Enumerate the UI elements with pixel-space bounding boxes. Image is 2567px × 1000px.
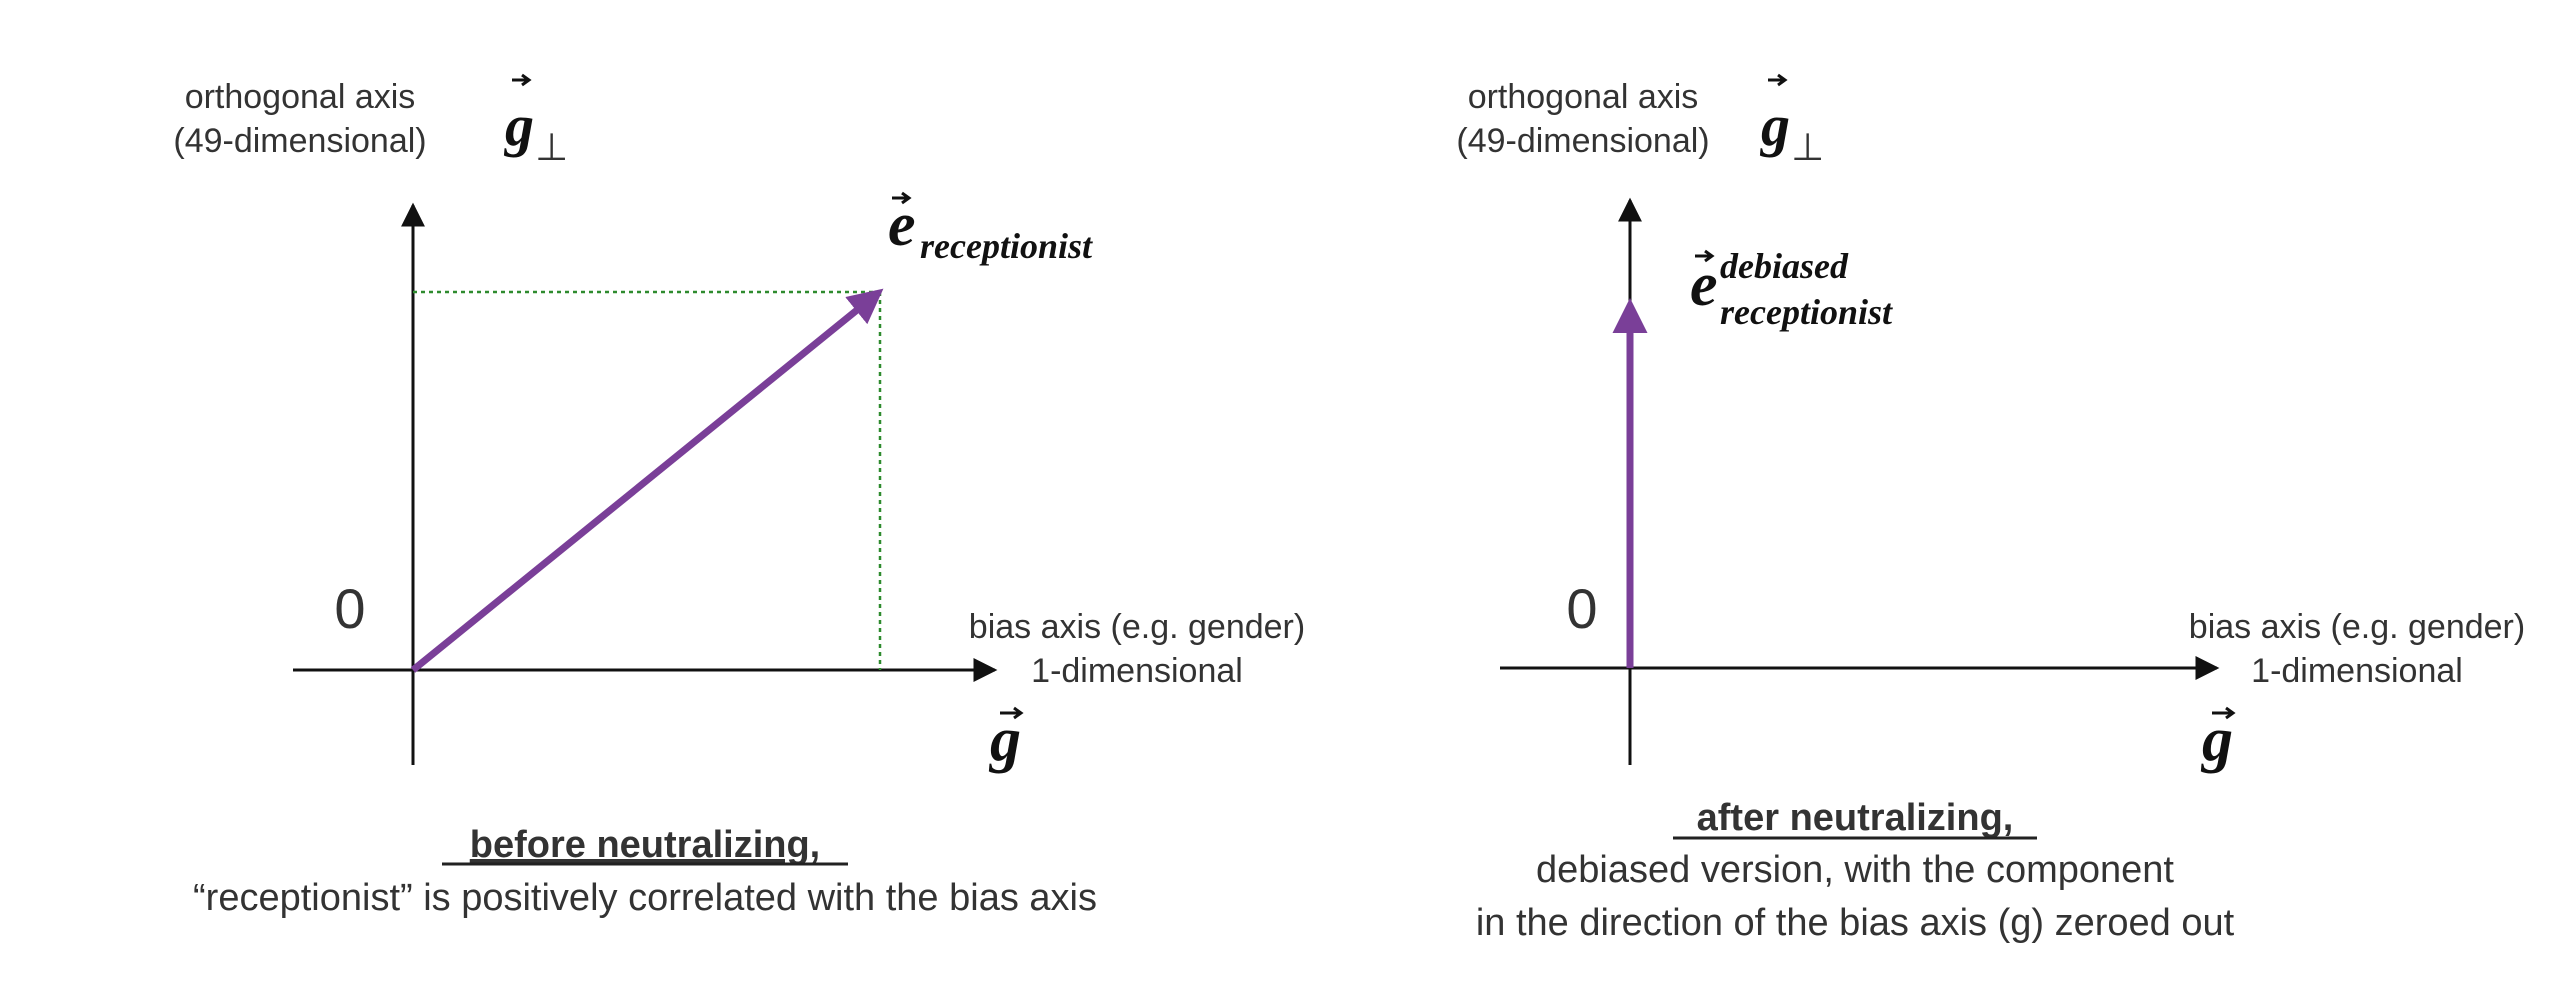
orthogonal-axis-label: orthogonal axis xyxy=(1468,78,1699,116)
svg-text:debiased: debiased xyxy=(1720,246,1849,286)
orthogonal-axis-label: orthogonal axis xyxy=(185,78,416,116)
caption-text-line2: in the direction of the bias axis (g) ze… xyxy=(1476,902,2235,944)
svg-text:receptionist: receptionist xyxy=(1720,292,1893,332)
g-symbol: g xyxy=(988,706,1024,774)
g-perp-symbol: g ⊥ xyxy=(1759,73,1824,169)
caption-text: debiased version, with the component xyxy=(1536,849,2174,891)
svg-text:e: e xyxy=(1690,251,1718,319)
orthogonal-axis-dimension: (49-dimensional) xyxy=(173,122,426,160)
orthogonal-axis-dimension: (49-dimensional) xyxy=(1456,122,1709,160)
bias-axis-label: bias axis (e.g. gender) xyxy=(2189,608,2525,646)
bias-axis-dimension: 1-dimensional xyxy=(1031,652,1243,690)
svg-text:g: g xyxy=(1759,93,1790,158)
g-perp-symbol: g ⊥ xyxy=(503,73,568,169)
caption-title: after neutralizing, xyxy=(1697,797,2014,839)
svg-text:g: g xyxy=(988,706,1021,774)
svg-text:g: g xyxy=(503,93,534,158)
svg-text:g: g xyxy=(2200,706,2233,774)
origin-label: 0 xyxy=(1566,577,1597,640)
svg-text:⊥: ⊥ xyxy=(1791,127,1824,169)
receptionist-vector-label: e receptionist xyxy=(888,191,1093,266)
svg-text:⊥: ⊥ xyxy=(535,127,568,169)
svg-text:receptionist: receptionist xyxy=(920,226,1093,266)
caption-title: before neutralizing, xyxy=(470,824,820,866)
debiased-vector-label: e debiased receptionist xyxy=(1690,246,1893,332)
panel-after: orthogonal axis (49-dimensional) g ⊥ 0 e… xyxy=(1456,73,2525,944)
panel-before: orthogonal axis (49-dimensional) g ⊥ 0 e… xyxy=(173,73,1305,919)
origin-label: 0 xyxy=(334,577,365,640)
bias-axis-dimension: 1-dimensional xyxy=(2251,652,2463,690)
bias-axis-label: bias axis (e.g. gender) xyxy=(969,608,1305,646)
receptionist-vector xyxy=(410,288,884,673)
g-symbol: g xyxy=(2200,706,2236,774)
caption-text: “receptionist” is positively correlated … xyxy=(193,877,1097,919)
svg-text:e: e xyxy=(888,191,916,259)
